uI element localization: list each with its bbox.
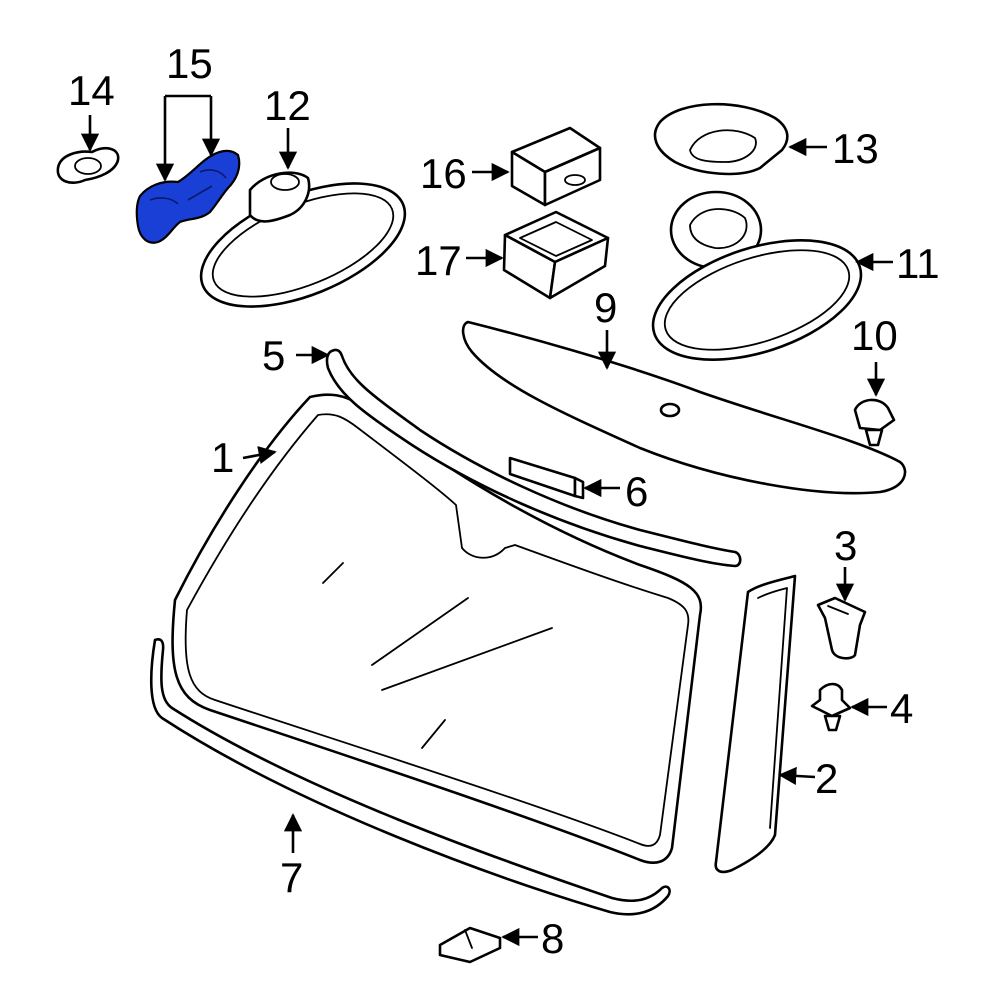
callout-2: 2 [815,755,838,802]
leader-1 [242,446,277,464]
leader-lines [80,96,893,947]
sensor-box[interactable] [510,126,602,207]
callout-7: 7 [280,854,303,901]
mirror-assembly[interactable] [184,158,422,332]
clip-4[interactable] [810,682,852,732]
callout-labels: 1 2 3 4 5 6 7 8 9 10 11 12 13 14 15 16 1… [68,40,940,962]
gasket[interactable] [56,146,120,184]
callout-10: 10 [851,312,898,359]
pillar-trim[interactable] [714,574,797,874]
windshield-glass[interactable] [171,393,703,864]
callout-8: 8 [541,915,564,962]
callout-4: 4 [890,685,913,732]
cover-panel[interactable] [461,320,907,495]
callout-11: 11 [896,240,940,287]
callout-9: 9 [594,284,617,331]
callout-6: 6 [625,468,648,515]
callout-17: 17 [415,237,462,284]
lower-molding[interactable] [149,638,671,916]
upper-molding[interactable] [325,348,742,568]
callout-16: 16 [420,150,467,197]
clip-3[interactable] [816,596,867,660]
callout-12: 12 [264,82,311,129]
sensor-tray[interactable] [502,210,610,300]
callout-13: 13 [832,125,879,172]
callout-3: 3 [834,522,857,569]
callout-5: 5 [262,332,285,379]
callout-1: 1 [211,434,234,481]
rear-view-mirror[interactable] [638,190,876,383]
mirror-bracket-highlighted[interactable] [135,94,241,244]
leader-2 [778,766,816,786]
mirror-pad[interactable] [653,102,789,176]
callout-15: 15 [166,40,213,87]
clip-10[interactable] [853,398,896,447]
callout-14: 14 [68,67,115,114]
spacer-block[interactable] [508,456,585,500]
clip-8[interactable] [438,926,502,964]
